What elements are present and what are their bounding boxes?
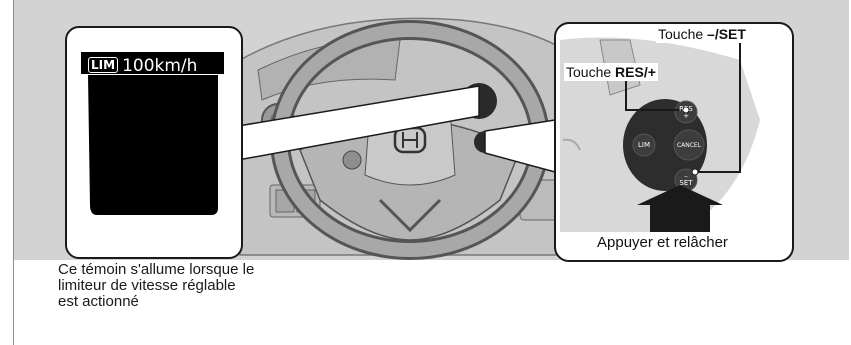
lim-label: LIM	[634, 142, 654, 149]
label-minus-set: Touche –/SET	[656, 25, 748, 43]
display-screen	[88, 75, 218, 215]
res-label: RES+	[676, 106, 696, 120]
minus-set-label: –SET	[676, 173, 696, 187]
indicator-caption: Ce témoin s'allume lorsque le limiteur d…	[58, 262, 258, 310]
label-res-plus: Touche RES/+	[564, 63, 658, 81]
speed-value: 100km/h	[122, 56, 197, 76]
lim-indicator: LIM	[88, 57, 118, 73]
label-press-release: Appuyer et relâcher	[595, 234, 730, 252]
cancel-label: CANCEL	[672, 142, 706, 149]
